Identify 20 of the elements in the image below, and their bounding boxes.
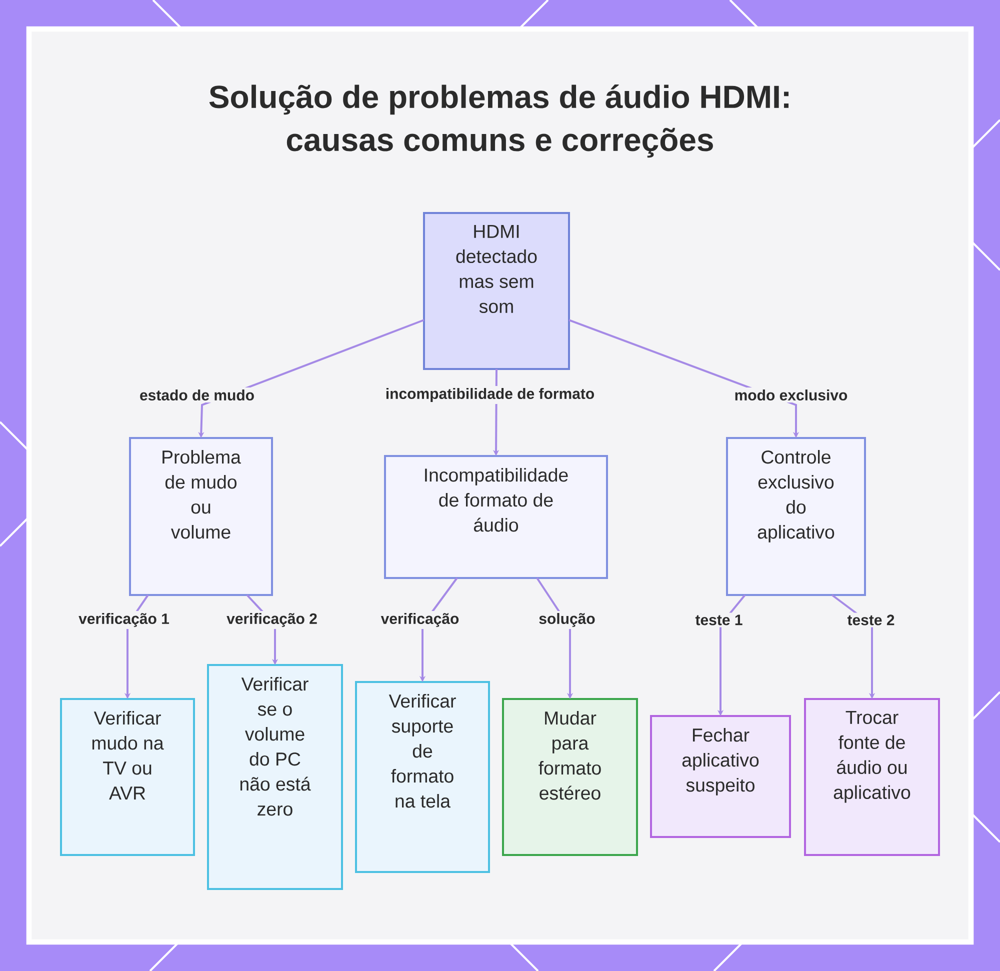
edge-label: teste 1 bbox=[693, 612, 745, 628]
process-box: Trocar fonte de áudio ou aplicativo bbox=[804, 698, 940, 856]
edge-label: verificação 2 bbox=[224, 611, 320, 629]
edge-label: estado de mudo bbox=[138, 388, 257, 402]
edge-label: verificação bbox=[378, 611, 462, 629]
process-box: HDMI detectado mas sem som bbox=[423, 212, 570, 370]
process-box: Verificar se o volume do PC não está zero bbox=[207, 664, 343, 890]
edge-label: incompatibilidade de formato bbox=[383, 386, 597, 404]
process-box: Verificar suporte de formato na tela bbox=[355, 681, 490, 873]
process-box: Mudar para formato estéreo bbox=[502, 698, 638, 856]
process-box: Verificar mudo na TV ou AVR bbox=[60, 698, 195, 856]
edge-label: modo exclusivo bbox=[732, 388, 850, 402]
edge-label: solução bbox=[536, 611, 598, 629]
process-box: Problema de mudo ou volume bbox=[129, 437, 273, 596]
title: Solução de problemas de áudio HDMI: causas comuns e correções bbox=[209, 84, 789, 158]
edge-label: verificação 1 bbox=[76, 611, 172, 629]
process-box: Fechar aplicativo suspeito bbox=[650, 715, 791, 838]
process-box: Incompatibilidade de formato de áudio bbox=[384, 455, 608, 579]
edge-label: teste 2 bbox=[845, 612, 897, 628]
process-box: Controle exclusivo do aplicativo bbox=[726, 437, 866, 596]
